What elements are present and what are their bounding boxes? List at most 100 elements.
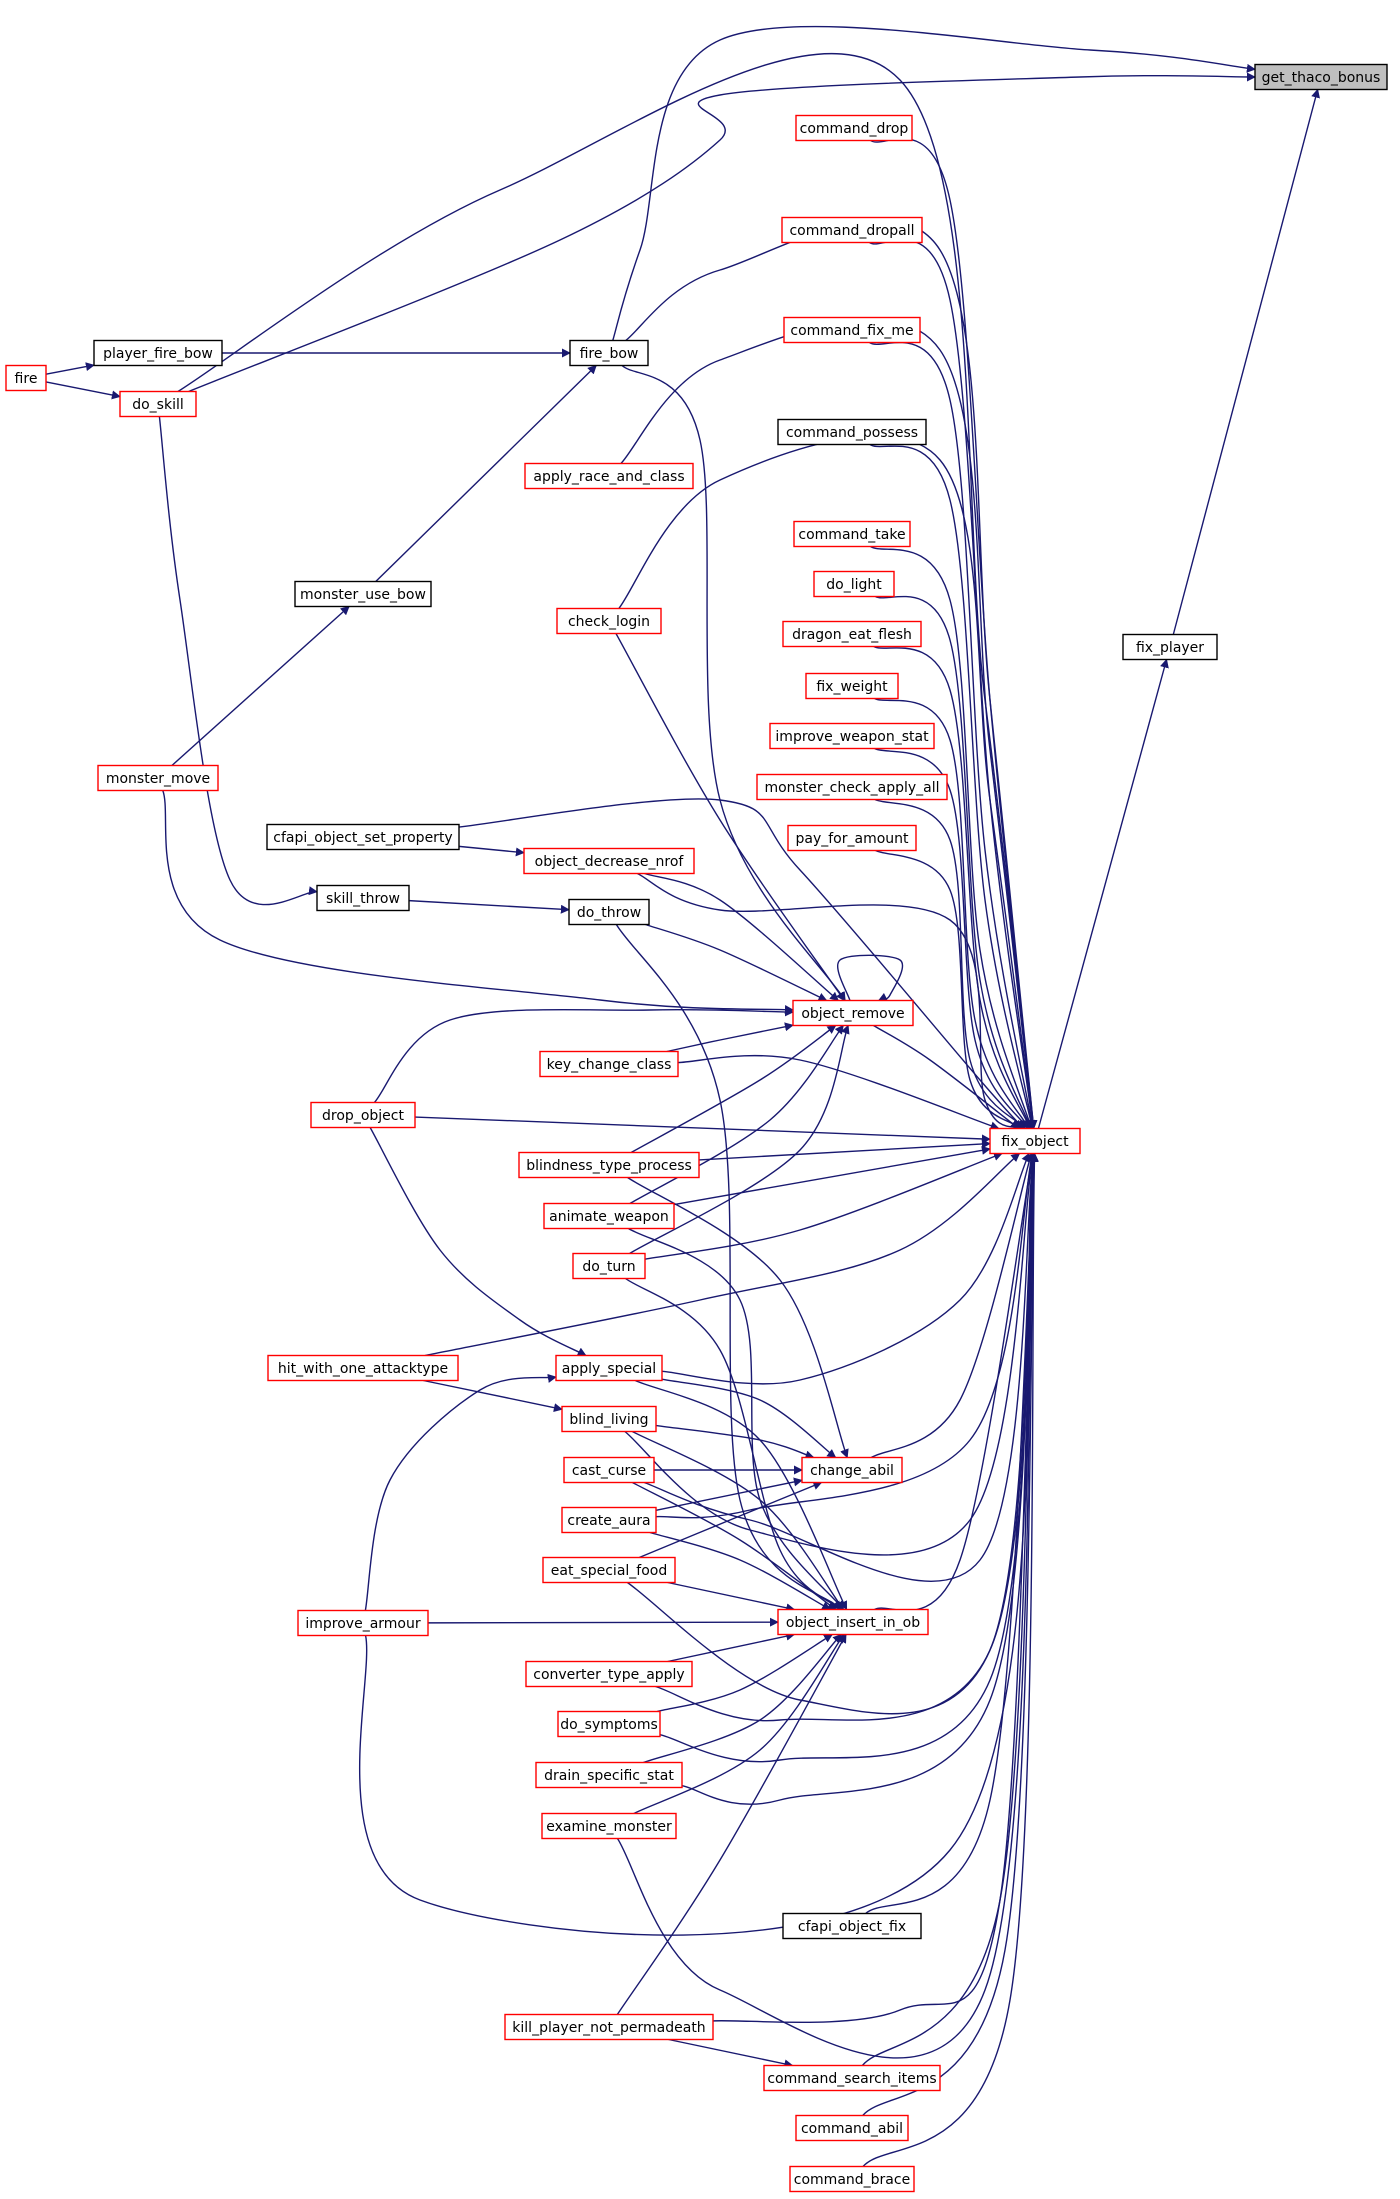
node-hit-with-one-attacktype[interactable]: hit_with_one_attacktype — [267, 1354, 459, 1382]
call-edge-skill_throw-to-do_throw — [408, 899, 570, 914]
edge-arrow — [620, 318, 1038, 1130]
call-edge-command_take-to-fix_object — [870, 545, 1034, 1130]
node-label: command_brace — [794, 2172, 910, 2188]
node-label: command_fix_me — [790, 323, 913, 339]
edge-arrow — [632, 1481, 837, 1611]
node-label: animate_weapon — [549, 1209, 669, 1225]
edge-arrow — [862, 1152, 1039, 2167]
node-command-dropall[interactable]: command_dropall — [781, 216, 923, 244]
node-box — [813, 570, 895, 598]
node-monster-check-apply-all[interactable]: monster_check_apply_all — [756, 773, 948, 801]
edge-arrow — [644, 872, 839, 1002]
node-do-symptoms[interactable]: do_symptoms — [557, 1710, 661, 1738]
edge-arrow — [631, 1430, 845, 1611]
call-edge-examine_monster-to-object_insert_in_ob — [633, 1633, 845, 1815]
node-box — [568, 898, 650, 926]
node-box — [523, 847, 695, 875]
node-box — [801, 1456, 903, 1484]
node-cast-curse[interactable]: cast_curse — [563, 1456, 655, 1484]
call-edge-drain_specific_stat-to-object_insert_in_ob — [643, 1633, 842, 1764]
node-fire[interactable]: fire — [5, 364, 47, 392]
node-improve-armour[interactable]: improve_armour — [297, 1609, 429, 1637]
node-label: command_drop — [800, 121, 909, 137]
node-create-aura[interactable]: create_aura — [561, 1506, 657, 1534]
node-box — [777, 1608, 929, 1636]
edge-arrow — [661, 1378, 837, 1459]
node-animate-weapon[interactable]: animate_weapon — [543, 1202, 675, 1230]
node-do-light[interactable]: do_light — [813, 570, 895, 598]
edge-arrow — [656, 1633, 833, 1713]
edge-arrow — [712, 1152, 1039, 2024]
node-label: converter_type_apply — [533, 1667, 684, 1683]
node-object-decrease-nrof[interactable]: object_decrease_nrof — [523, 847, 695, 875]
node-fix-weight[interactable]: fix_weight — [805, 672, 899, 700]
node-improve-weapon-stat[interactable]: improve_weapon_stat — [769, 722, 935, 750]
node-command-abil[interactable]: command_abil — [795, 2114, 909, 2142]
edge-arrow — [359, 1152, 1038, 1936]
call-edge-command_brace-to-fix_object — [862, 1152, 1039, 2167]
node-box — [1254, 63, 1388, 91]
node-monster-move[interactable]: monster_move — [97, 764, 219, 792]
node-object-insert-in-ob[interactable]: object_insert_in_ob — [777, 1608, 929, 1636]
node-converter-type-apply[interactable]: converter_type_apply — [525, 1660, 693, 1688]
node-drop-object[interactable]: drop_object — [310, 1101, 416, 1129]
node-kill-player-not-permadeath[interactable]: kill_player_not_permadeath — [504, 2013, 714, 2041]
call-edge-animate_weapon-to-object_remove — [629, 1024, 844, 1205]
node-command-drop[interactable]: command_drop — [795, 114, 913, 142]
call-edge-do_turn-to-object_insert_in_ob — [625, 1277, 841, 1611]
node-box — [792, 999, 914, 1027]
edge-arrow — [861, 1152, 1039, 2066]
edge-arrow — [629, 1024, 850, 1255]
node-drain-specific-stat[interactable]: drain_specific_stat — [535, 1761, 683, 1789]
node-command-fix-me[interactable]: command_fix_me — [783, 316, 921, 344]
node-blind-living[interactable]: blind_living — [561, 1405, 657, 1433]
node-label: apply_special — [562, 1361, 656, 1377]
edge-arrow — [373, 1007, 794, 1103]
edge-arrow — [661, 1152, 1030, 1385]
node-command-brace[interactable]: command_brace — [789, 2165, 915, 2193]
edge-arrow — [645, 923, 828, 1002]
edge-arrow — [649, 1531, 832, 1611]
node-fix-object[interactable]: fix_object — [989, 1127, 1081, 1155]
call-edge-monster_move-to-object_remove — [162, 790, 794, 1014]
call-edge-fix_weight-to-fix_object — [874, 697, 1030, 1130]
call-edge-apply_special-to-fix_object — [661, 1152, 1030, 1385]
node-examine-monster[interactable]: examine_monster — [541, 1812, 677, 1840]
node-box — [783, 316, 921, 344]
edge-arrow — [458, 798, 1025, 1130]
node-check-login[interactable]: check_login — [556, 607, 662, 635]
edge-arrow — [618, 435, 1037, 1130]
edge-arrow — [408, 899, 570, 914]
node-label: fix_player — [1136, 640, 1204, 656]
node-box — [789, 2165, 915, 2193]
call-edge-examine_monster-to-fix_object — [616, 1152, 1039, 2059]
node-eat-special-food[interactable]: eat_special_food — [542, 1556, 676, 1584]
edge-arrow — [162, 790, 794, 1014]
call-edge-object_remove-to-object_remove — [837, 954, 904, 1002]
node-key-change-class[interactable]: key_change_class — [539, 1050, 679, 1078]
node-do-skill[interactable]: do_skill — [119, 390, 197, 418]
edge-arrow — [873, 1024, 1020, 1130]
call-edge-hit_with_one_attacktype-to-blind_living — [423, 1379, 563, 1413]
node-dragon-eat-flesh[interactable]: dragon_eat_flesh — [782, 620, 922, 648]
node-box — [504, 2013, 714, 2041]
call-edge-animate_weapon-to-object_insert_in_ob — [628, 1227, 845, 1611]
node-object-remove[interactable]: object_remove — [792, 999, 914, 1027]
node-command-take[interactable]: command_take — [793, 520, 911, 548]
node-box — [555, 1354, 663, 1382]
call-edge-blindness_type_process-to-fix_object — [698, 1139, 991, 1161]
edge-arrow — [612, 25, 1256, 341]
edge-arrow — [655, 1477, 803, 1512]
node-box — [525, 1660, 693, 1688]
node-apply-special[interactable]: apply_special — [555, 1354, 663, 1382]
node-apply-race-and-class[interactable]: apply_race_and_class — [524, 462, 694, 490]
node-pay-for-amount[interactable]: pay_for_amount — [787, 824, 917, 852]
node-change-abil[interactable]: change_abil — [801, 1456, 903, 1484]
node-command-search-items[interactable]: command_search_items — [763, 2064, 941, 2092]
node-box — [769, 722, 935, 750]
call-edge-check_login-to-fix_object — [618, 435, 1037, 1130]
node-cfapi-object-set-property: cfapi_object_set_property — [266, 823, 460, 851]
node-box — [782, 1912, 922, 1940]
node-do-turn[interactable]: do_turn — [572, 1252, 646, 1280]
node-blindness-type-process[interactable]: blindness_type_process — [518, 1151, 700, 1179]
